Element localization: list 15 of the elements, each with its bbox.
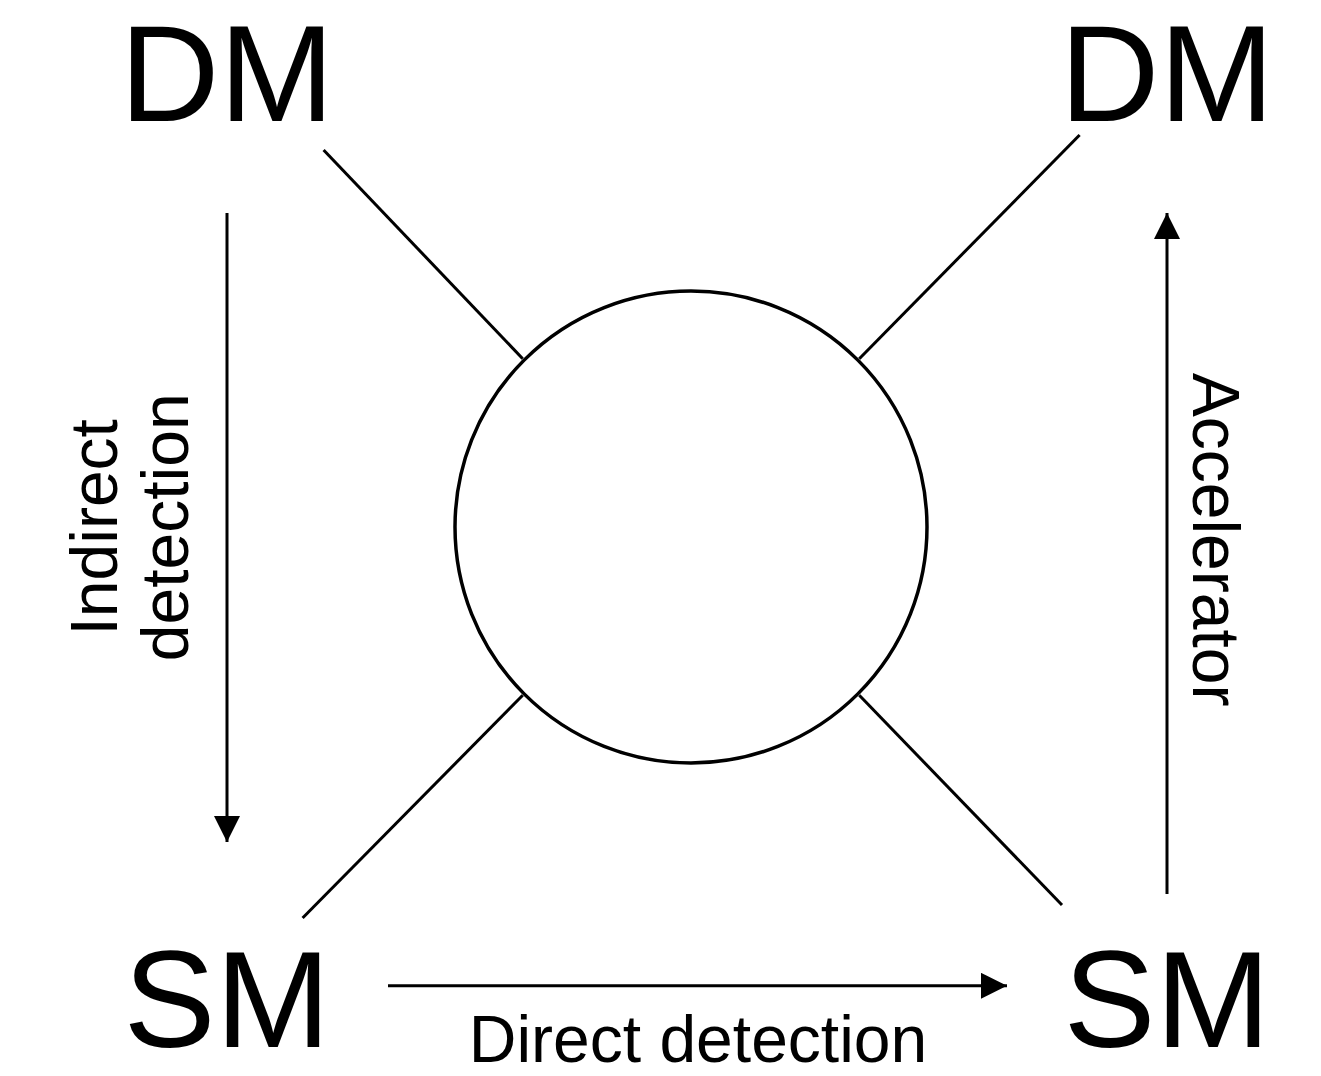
connector-line (858, 133, 1081, 360)
edge-label: Accelerator (1179, 371, 1251, 709)
edge-label: Indirect detection (58, 392, 202, 664)
arrow (214, 213, 240, 842)
connector-line (301, 694, 524, 920)
particle-label: SM (1062, 944, 1272, 1054)
arrow (1154, 213, 1180, 894)
edge-label: Direct detection (467, 1004, 929, 1076)
circle-shape (453, 289, 929, 765)
particle-label: SM (122, 944, 332, 1054)
particle-label: DM (112, 18, 342, 128)
connector-line (322, 148, 524, 360)
particle-label: DM (1052, 18, 1282, 128)
arrow (388, 972, 1007, 999)
connector-line (858, 694, 1064, 907)
